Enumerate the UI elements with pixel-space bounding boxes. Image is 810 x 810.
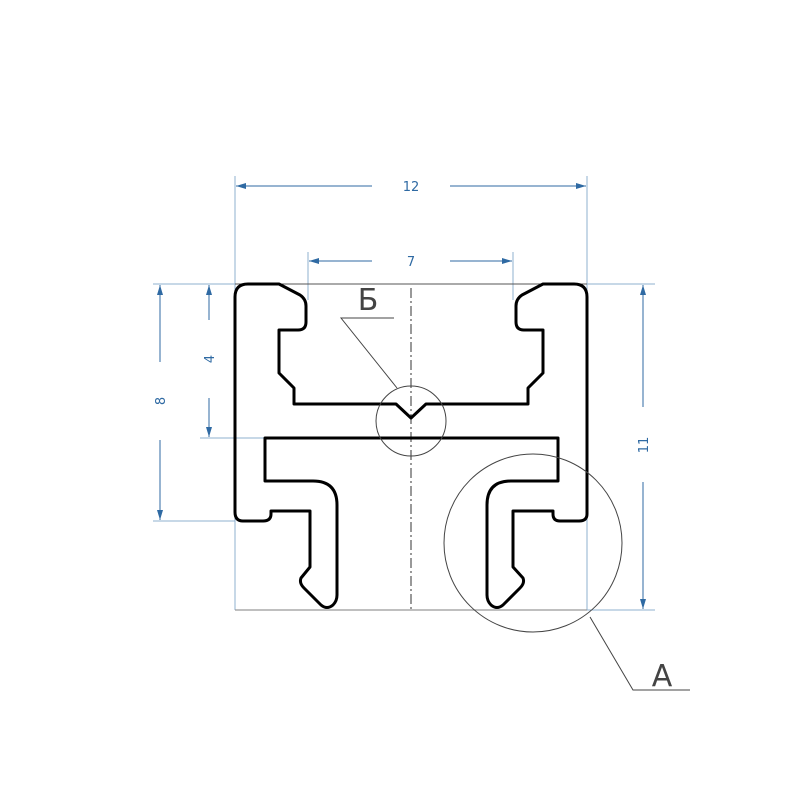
dim-label-11: 11 <box>637 437 652 454</box>
dim-label-12: 12 <box>403 180 420 195</box>
dim-label-8: 8 <box>154 397 169 405</box>
detail-a-label: A <box>652 659 673 694</box>
profile-outline <box>233 282 589 609</box>
detail-a-leader <box>589 616 690 691</box>
detail-b-circle <box>375 385 447 457</box>
dimension-lines <box>157 183 646 609</box>
detail-b-label: Б <box>358 283 379 318</box>
dim-label-4: 4 <box>203 355 218 363</box>
extension-lines <box>153 176 655 611</box>
detail-a-circle <box>443 453 623 633</box>
dim-label-7: 7 <box>407 255 415 270</box>
detail-b-leader <box>339 317 398 389</box>
